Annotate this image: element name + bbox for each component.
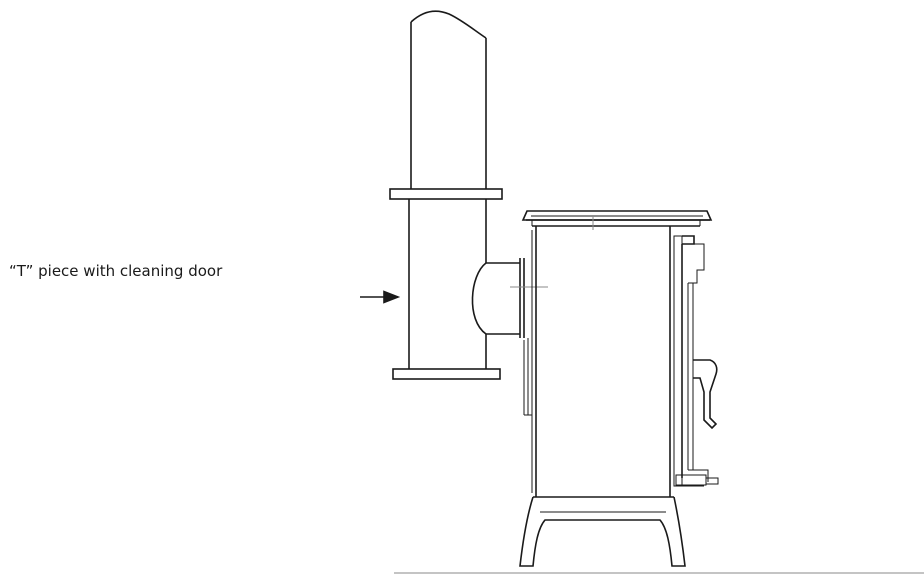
t-piece-body [408,199,487,369]
stove-front-door [673,235,719,487]
t-piece-callout-label: “T” piece with cleaning door [9,262,223,280]
t-piece-branch [471,258,548,338]
callout-arrow [360,290,401,304]
stove-top-plate [521,210,713,230]
stove [519,210,719,567]
stove-door-handle [693,359,718,430]
upper-flue-pipe [410,10,487,189]
upper-pipe-collar [389,188,503,200]
lower-pipe-collar [392,368,501,380]
stove-body [523,226,674,498]
stove-legs [519,496,686,567]
